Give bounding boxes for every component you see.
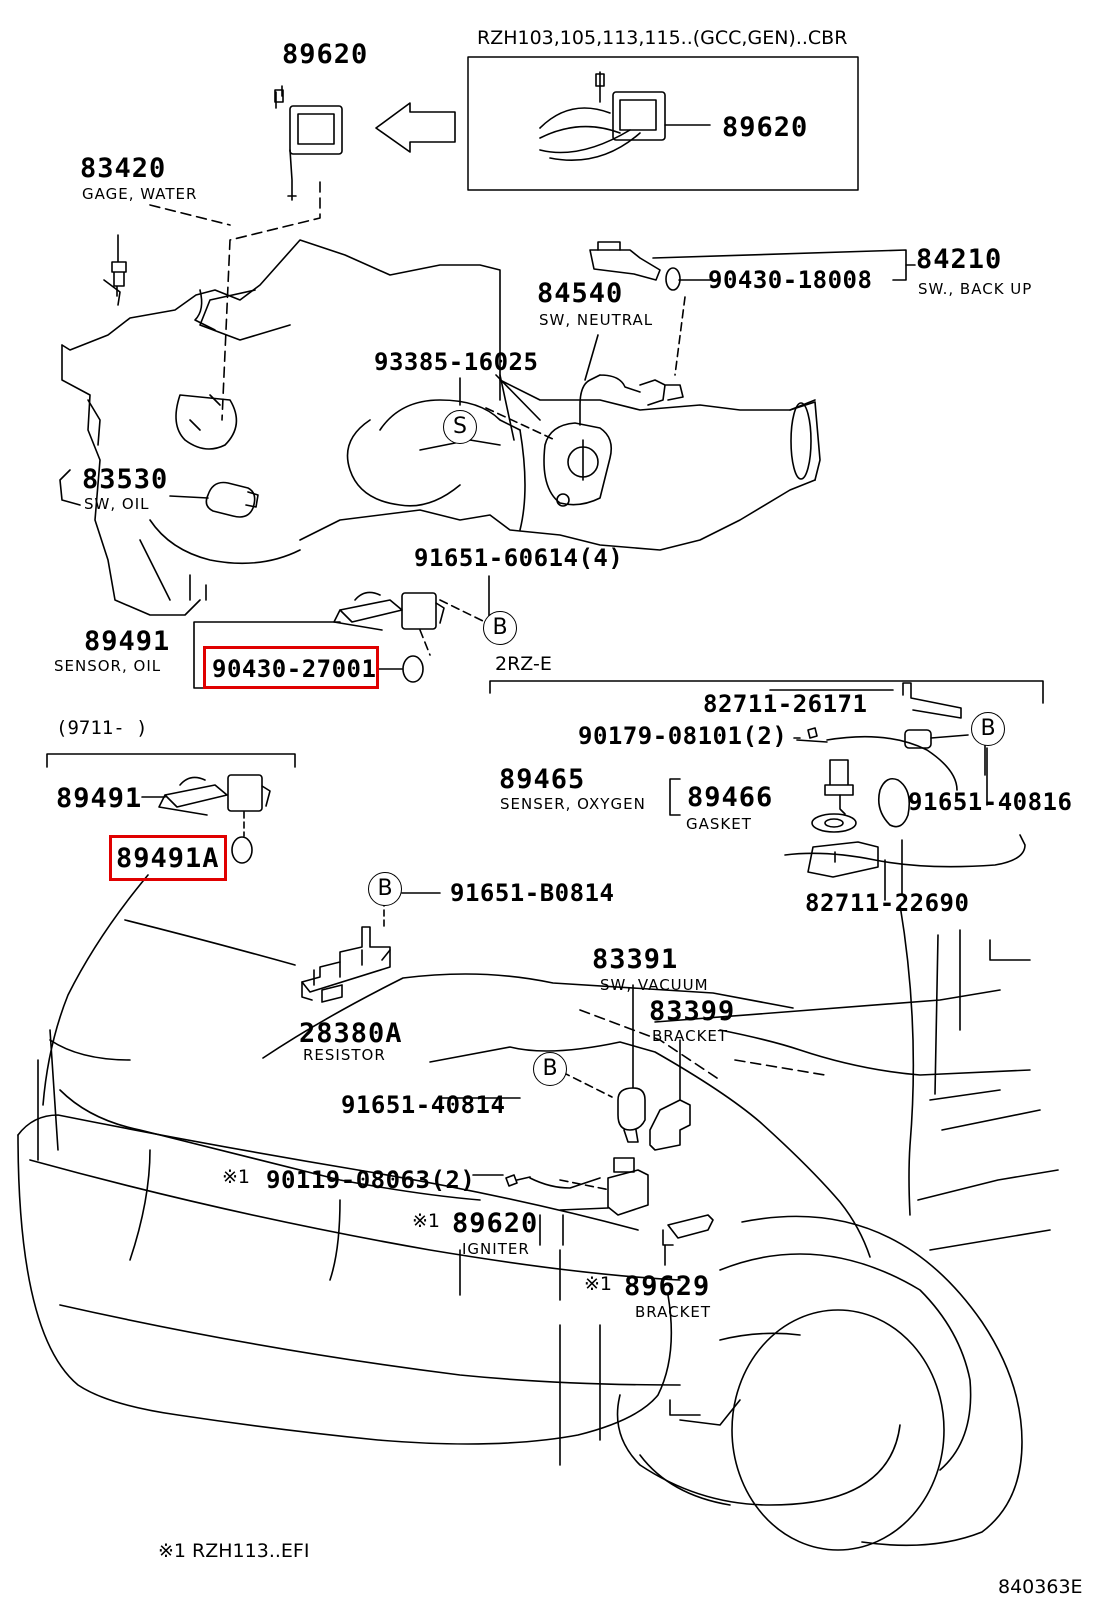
part-desc-89491: SENSOR, OIL xyxy=(54,657,162,675)
resistor-drawing xyxy=(301,899,391,1003)
part-number-82711-26171[interactable]: 82711-26171 xyxy=(703,690,868,718)
part-number-91651-40816[interactable]: 91651-40816 xyxy=(908,788,1073,816)
igniter-top-drawing xyxy=(274,85,343,201)
footnote: ※1 RZH113..EFI xyxy=(158,1540,310,1562)
part-desc-28380A: RESISTOR xyxy=(303,1046,386,1064)
figure-id: 840363E xyxy=(998,1576,1083,1598)
inset-applicability-note: RZH103,105,113,115..(GCC,GEN)..CBR xyxy=(477,27,848,49)
part-number-91651-40814[interactable]: 91651-40814 xyxy=(341,1091,506,1119)
water-gage-drawing xyxy=(111,234,127,297)
part-desc-89466: GASKET xyxy=(686,815,752,833)
part-number-91651-B0814[interactable]: 91651-B0814 xyxy=(450,879,615,907)
highlight-box-90430-27001 xyxy=(203,646,379,689)
part-number-83391[interactable]: 83391 xyxy=(592,944,679,975)
part-desc-89620-igniter: IGNITER xyxy=(462,1240,530,1258)
part-desc-83420: GAGE, WATER xyxy=(82,185,198,203)
date-bracket-line xyxy=(46,753,296,768)
engine-bracket-line xyxy=(489,680,1044,704)
engine-applicability-note: 2RZ-E xyxy=(495,653,552,675)
part-number-84210[interactable]: 84210 xyxy=(916,244,1003,275)
footnote-mark-90119: ※1 xyxy=(222,1166,251,1188)
part-number-89629[interactable]: 89629 xyxy=(624,1271,711,1302)
vacuum-switch-drawing xyxy=(561,984,691,1151)
part-number-82711-22690[interactable]: 82711-22690 xyxy=(805,889,970,917)
callout-circle-b-3: B xyxy=(368,872,402,906)
highlight-box-89491A xyxy=(109,835,227,881)
part-number-90119-08063[interactable]: 90119-08063(2) xyxy=(266,1166,476,1194)
part-number-89491[interactable]: 89491 xyxy=(84,626,171,657)
vehicle-body-outline xyxy=(17,874,1059,1551)
part-number-83399[interactable]: 83399 xyxy=(649,996,736,1027)
part-number-93385-16025[interactable]: 93385-16025 xyxy=(374,348,539,376)
part-number-89465[interactable]: 89465 xyxy=(499,764,586,795)
part-number-91651-60614[interactable]: 91651-60614(4) xyxy=(414,544,624,572)
part-number-89466[interactable]: 89466 xyxy=(687,782,774,813)
footnote-mark-89620-igniter: ※1 xyxy=(412,1210,441,1232)
part-number-83530[interactable]: 83530 xyxy=(82,464,169,495)
part-desc-84210: SW., BACK UP xyxy=(918,280,1033,298)
footnote-mark-89629: ※1 xyxy=(584,1273,613,1295)
part-desc-84540: SW, NEUTRAL xyxy=(539,311,654,329)
callout-circle-b-1: B xyxy=(483,611,517,645)
backup-switch-drawing xyxy=(589,241,916,291)
lower-oil-sensor-drawing xyxy=(141,774,271,864)
oxygen-sensor-drawing xyxy=(669,682,1026,901)
callout-circle-s: S xyxy=(443,410,477,444)
part-number-90430-18008[interactable]: 90430-18008 xyxy=(708,266,873,294)
part-number-89491-lower[interactable]: 89491 xyxy=(56,783,143,814)
part-desc-83391: SW, VACUUM xyxy=(600,976,709,994)
part-number-89620-inset[interactable]: 89620 xyxy=(722,112,809,143)
part-number-84540[interactable]: 84540 xyxy=(537,278,624,309)
part-desc-89465: SENSER, OXYGEN xyxy=(500,795,646,813)
oil-switch-drawing xyxy=(169,481,259,518)
part-number-89620-igniter[interactable]: 89620 xyxy=(452,1208,539,1239)
igniter-lower-drawing xyxy=(505,1157,714,1266)
igniter-inset-drawing xyxy=(539,71,711,161)
part-desc-89629: BRACKET xyxy=(635,1303,712,1321)
engine-block-outline xyxy=(59,239,821,616)
part-number-28380A[interactable]: 28380A xyxy=(299,1018,403,1049)
part-number-90430-27001[interactable]: 90430-27001 xyxy=(212,655,377,683)
neutral-switch-drawing xyxy=(543,374,684,507)
part-number-89620-top[interactable]: 89620 xyxy=(282,39,369,70)
callout-circle-b-4: B xyxy=(533,1052,567,1086)
part-desc-83399: BRACKET xyxy=(652,1027,729,1045)
part-number-89491A[interactable]: 89491A xyxy=(116,843,220,874)
callout-circle-b-2: B xyxy=(971,712,1005,746)
arrow-icon xyxy=(375,102,456,153)
part-number-83420[interactable]: 83420 xyxy=(80,153,167,184)
date-applicability-note: (9711- ) xyxy=(56,717,148,739)
part-desc-83530: SW, OIL xyxy=(84,495,150,513)
part-number-90179-08101[interactable]: 90179-08101(2) xyxy=(578,722,788,750)
inset-box xyxy=(467,56,859,191)
